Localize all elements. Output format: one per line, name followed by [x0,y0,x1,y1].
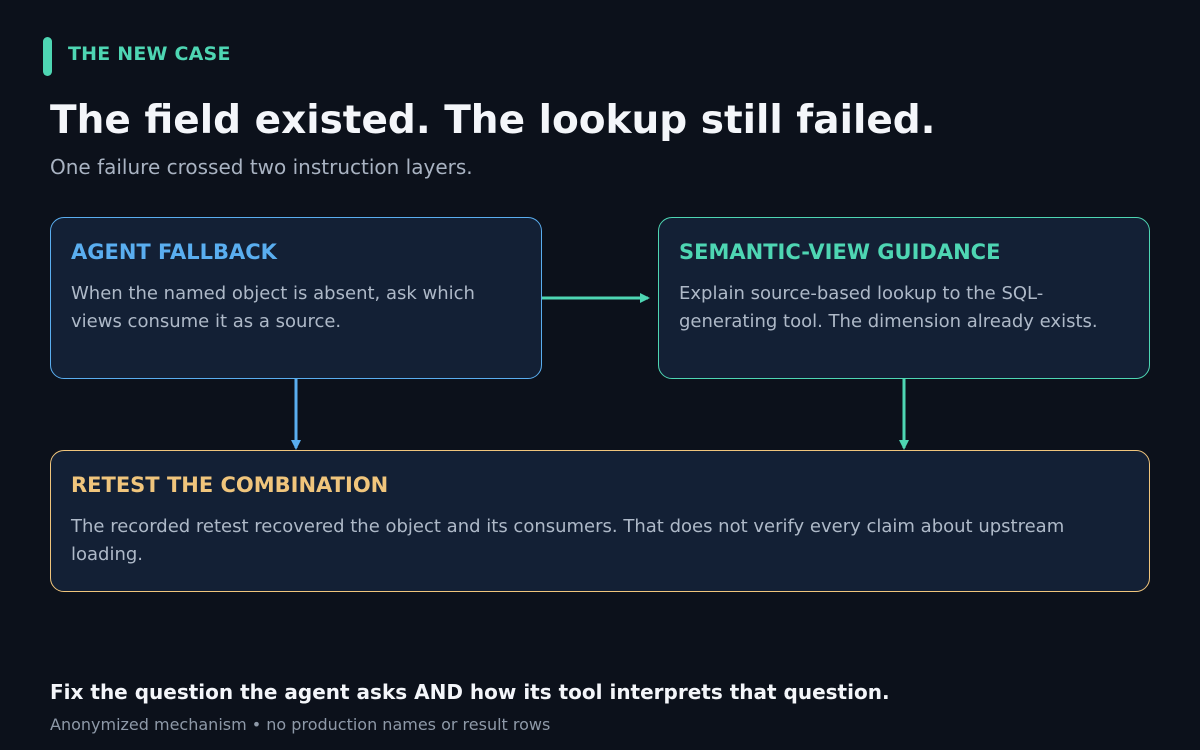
page-title: The field existed. The lookup still fail… [50,98,936,143]
retest-body: The recorded retest recovered the object… [71,516,1065,565]
retest-card: RETEST THE COMBINATION The recorded rete… [50,450,1150,592]
semantic-view-title: SEMANTIC-VIEW GUIDANCE [679,240,1001,264]
section-eyebrow: THE NEW CASE [68,43,231,65]
agent-fallback-card: AGENT FALLBACK When the named object is … [50,217,542,379]
agent-fallback-body: When the named object is absent, ask whi… [71,283,475,332]
accent-bar [43,37,52,76]
semantic-view-body: Explain source-based lookup to the SQL-g… [679,283,1098,332]
page-subtitle: One failure crossed two instruction laye… [50,155,473,179]
takeaway-text: Fix the question the agent asks AND how … [50,680,890,704]
footnote-text: Anonymized mechanism • no production nam… [50,715,551,734]
agent-fallback-title: AGENT FALLBACK [71,240,277,264]
retest-title: RETEST THE COMBINATION [71,473,389,497]
semantic-view-card: SEMANTIC-VIEW GUIDANCE Explain source-ba… [658,217,1150,379]
